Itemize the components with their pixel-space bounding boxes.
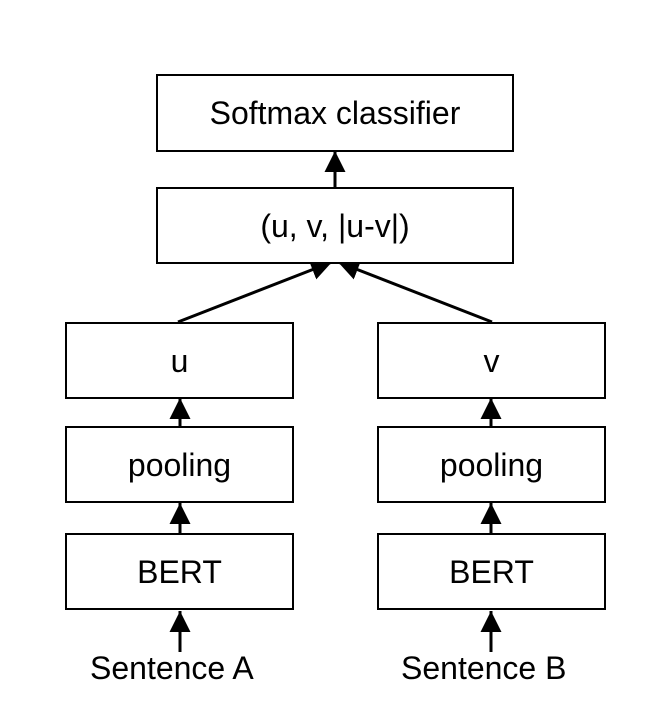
u-label: u <box>170 342 189 379</box>
v-label: v <box>483 342 500 379</box>
concat-box: (u, v, |u-v|) <box>156 187 514 264</box>
bert-b-label: BERT <box>449 553 534 590</box>
sentence-a-label: Sentence A <box>90 650 254 686</box>
pooling-b-label: pooling <box>439 446 544 483</box>
u-box: u <box>65 322 294 399</box>
v-box: v <box>377 322 606 399</box>
softmax-classifier-label: Softmax classifier <box>209 95 461 131</box>
bert-a-label: BERT <box>137 553 222 590</box>
softmax-classifier-box: Softmax classifier <box>156 74 514 152</box>
bert-b-box: BERT <box>377 533 606 610</box>
pooling-a-box: pooling <box>65 426 294 503</box>
pooling-a-label: pooling <box>127 446 232 483</box>
sentence-b-label: Sentence B <box>401 650 567 686</box>
concat-label: (u, v, |u-v|) <box>260 207 410 244</box>
pooling-b-box: pooling <box>377 426 606 503</box>
bert-a-box: BERT <box>65 533 294 610</box>
arrow-u-to-concat <box>177 259 333 324</box>
arrow-v-to-concat <box>337 259 493 324</box>
